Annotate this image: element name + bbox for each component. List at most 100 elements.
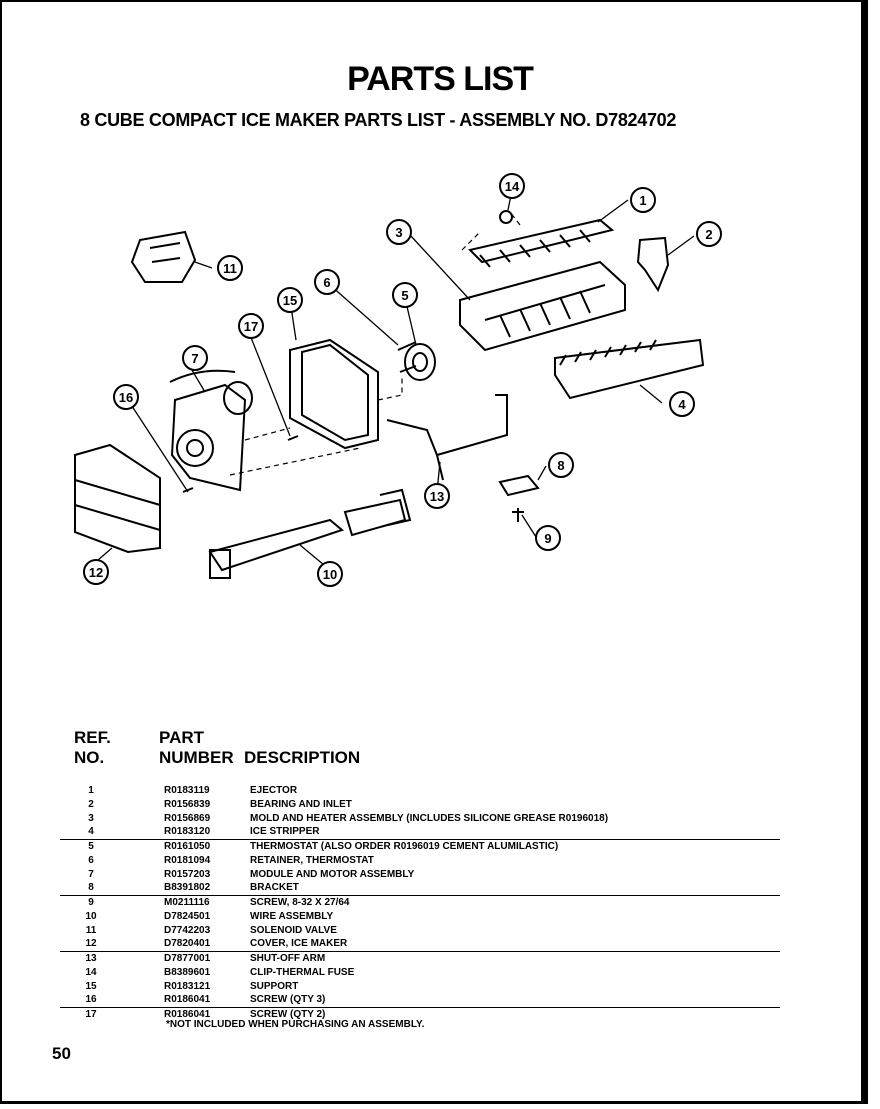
part-description: CLIP-THERMAL FUSE xyxy=(250,966,355,978)
screw-9-part xyxy=(512,508,524,522)
callout-1: 1 xyxy=(630,187,656,213)
ref-no: 1 xyxy=(88,785,94,796)
callout-3: 3 xyxy=(386,219,412,245)
callout-16: 16 xyxy=(113,384,139,410)
part-description: SOLENOID VALVE xyxy=(250,924,337,936)
wire-assembly-part xyxy=(208,518,345,572)
part-number: R0183120 xyxy=(164,826,211,838)
callout-balloons: 1 2 3 4 5 6 7 8 9 10 11 12 13 14 15 16 1… xyxy=(83,173,722,587)
ejector-part xyxy=(468,218,615,264)
table-row: 1 R0183119 EJECTOR xyxy=(60,784,780,798)
part-number: R0156869 xyxy=(164,812,211,824)
part-number: B8389601 xyxy=(164,966,211,978)
svg-text:11: 11 xyxy=(223,261,237,276)
svg-text:1: 1 xyxy=(639,193,646,208)
ref-no: 16 xyxy=(85,994,97,1006)
callout-4: 4 xyxy=(669,391,695,417)
ref-no: 4 xyxy=(88,826,94,838)
svg-text:10: 10 xyxy=(323,567,337,582)
callout-8: 8 xyxy=(548,452,574,478)
callout-6: 6 xyxy=(314,269,340,295)
part-description: MODULE AND MOTOR ASSEMBLY xyxy=(250,868,415,880)
ref-header-line1: REF. xyxy=(74,728,111,747)
svg-text:9: 9 xyxy=(544,531,551,546)
part-number: R0161050 xyxy=(164,841,211,852)
ref-no: 7 xyxy=(88,868,94,880)
callout-11: 11 xyxy=(217,255,243,281)
thermostat-part xyxy=(404,343,436,381)
callout-9: 9 xyxy=(535,525,561,551)
callout-2: 2 xyxy=(696,221,722,247)
part-number: M0211116 xyxy=(164,897,210,908)
ref-no: 12 xyxy=(85,938,97,950)
part-number: R0186041 xyxy=(164,1009,211,1020)
svg-text:15: 15 xyxy=(283,293,297,308)
svg-text:17: 17 xyxy=(244,319,258,334)
ref-no: 3 xyxy=(88,812,94,824)
ref-no: 10 xyxy=(85,910,97,922)
table-row: 12 D7820401 COVER, ICE MAKER xyxy=(60,937,780,952)
callout-5: 5 xyxy=(392,282,418,308)
page-subtitle: 8 CUBE COMPACT ICE MAKER PARTS LIST - AS… xyxy=(80,110,677,130)
part-number: R0186041 xyxy=(164,994,211,1006)
svg-text:14: 14 xyxy=(505,179,520,194)
part-description: BEARING AND INLET xyxy=(250,798,352,810)
table-row: 15 R0183121 SUPPORT xyxy=(60,980,780,994)
svg-text:6: 6 xyxy=(323,275,330,290)
part-number: D7877001 xyxy=(164,953,211,964)
part-description: MOLD AND HEATER ASSEMBLY (INCLUDES SILIC… xyxy=(250,812,609,824)
ref-no: 2 xyxy=(88,798,94,810)
part-description: WIRE ASSEMBLY xyxy=(250,910,334,922)
table-row: 11 D7742203 SOLENOID VALVE xyxy=(60,924,780,938)
svg-text:8: 8 xyxy=(557,458,564,473)
callout-12: 12 xyxy=(83,559,109,585)
page-title: PARTS LIST xyxy=(347,60,534,98)
part-number: D7820401 xyxy=(164,938,211,950)
ref-no: 9 xyxy=(88,897,94,908)
shut-off-arm-part xyxy=(386,394,508,481)
callout-15: 15 xyxy=(277,287,303,313)
table-row: 2 R0156839 BEARING AND INLET xyxy=(60,798,780,812)
callout-14: 14 xyxy=(499,173,525,199)
part-number: R0183121 xyxy=(164,980,211,992)
part-number: R0183119 xyxy=(164,785,210,796)
parts-table: 1 R0183119 EJECTOR 2 R0156839 BEARING AND IN… xyxy=(60,784,780,1022)
description-header: DESCRIPTION xyxy=(244,748,361,767)
support-part xyxy=(289,338,379,450)
part-number: R0156839 xyxy=(164,798,211,810)
ref-header-line2: NO. xyxy=(74,748,105,767)
part-description: RETAINER, THERMOSTAT xyxy=(250,854,374,866)
part-description: EJECTOR xyxy=(250,785,298,796)
page-number: 50 xyxy=(52,1044,71,1063)
part-description: COVER, ICE MAKER xyxy=(250,938,348,950)
svg-text:4: 4 xyxy=(678,397,686,412)
part-number: D7742203 xyxy=(164,924,211,936)
mold-part xyxy=(459,260,626,352)
ref-no: 13 xyxy=(85,953,97,964)
ref-no: 6 xyxy=(88,854,94,866)
part-description: SUPPORT xyxy=(250,980,299,992)
part-description: SCREW (QTY 2) xyxy=(250,1009,326,1020)
part-description: THERMOSTAT (ALSO ORDER R0196019 CEMENT A… xyxy=(250,841,559,852)
ref-no: 11 xyxy=(85,924,97,936)
part-description: ICE STRIPPER xyxy=(250,826,320,838)
solenoid-valve-part xyxy=(130,230,197,283)
svg-text:2: 2 xyxy=(705,227,712,242)
svg-text:13: 13 xyxy=(430,489,444,504)
footnote: *NOT INCLUDED WHEN PURCHASING AN ASSEMBL… xyxy=(166,1019,425,1030)
ref-no: 15 xyxy=(85,980,97,992)
table-row: 3 R0156869 MOLD AND HEATER ASSEMBLY (INCLU… xyxy=(60,812,780,826)
stripper-part xyxy=(554,338,705,400)
svg-text:12: 12 xyxy=(89,565,103,580)
table-row: 4 R0183120 ICE STRIPPER xyxy=(60,825,780,840)
callout-7: 7 xyxy=(182,345,208,371)
part-number: B8391802 xyxy=(164,882,211,894)
